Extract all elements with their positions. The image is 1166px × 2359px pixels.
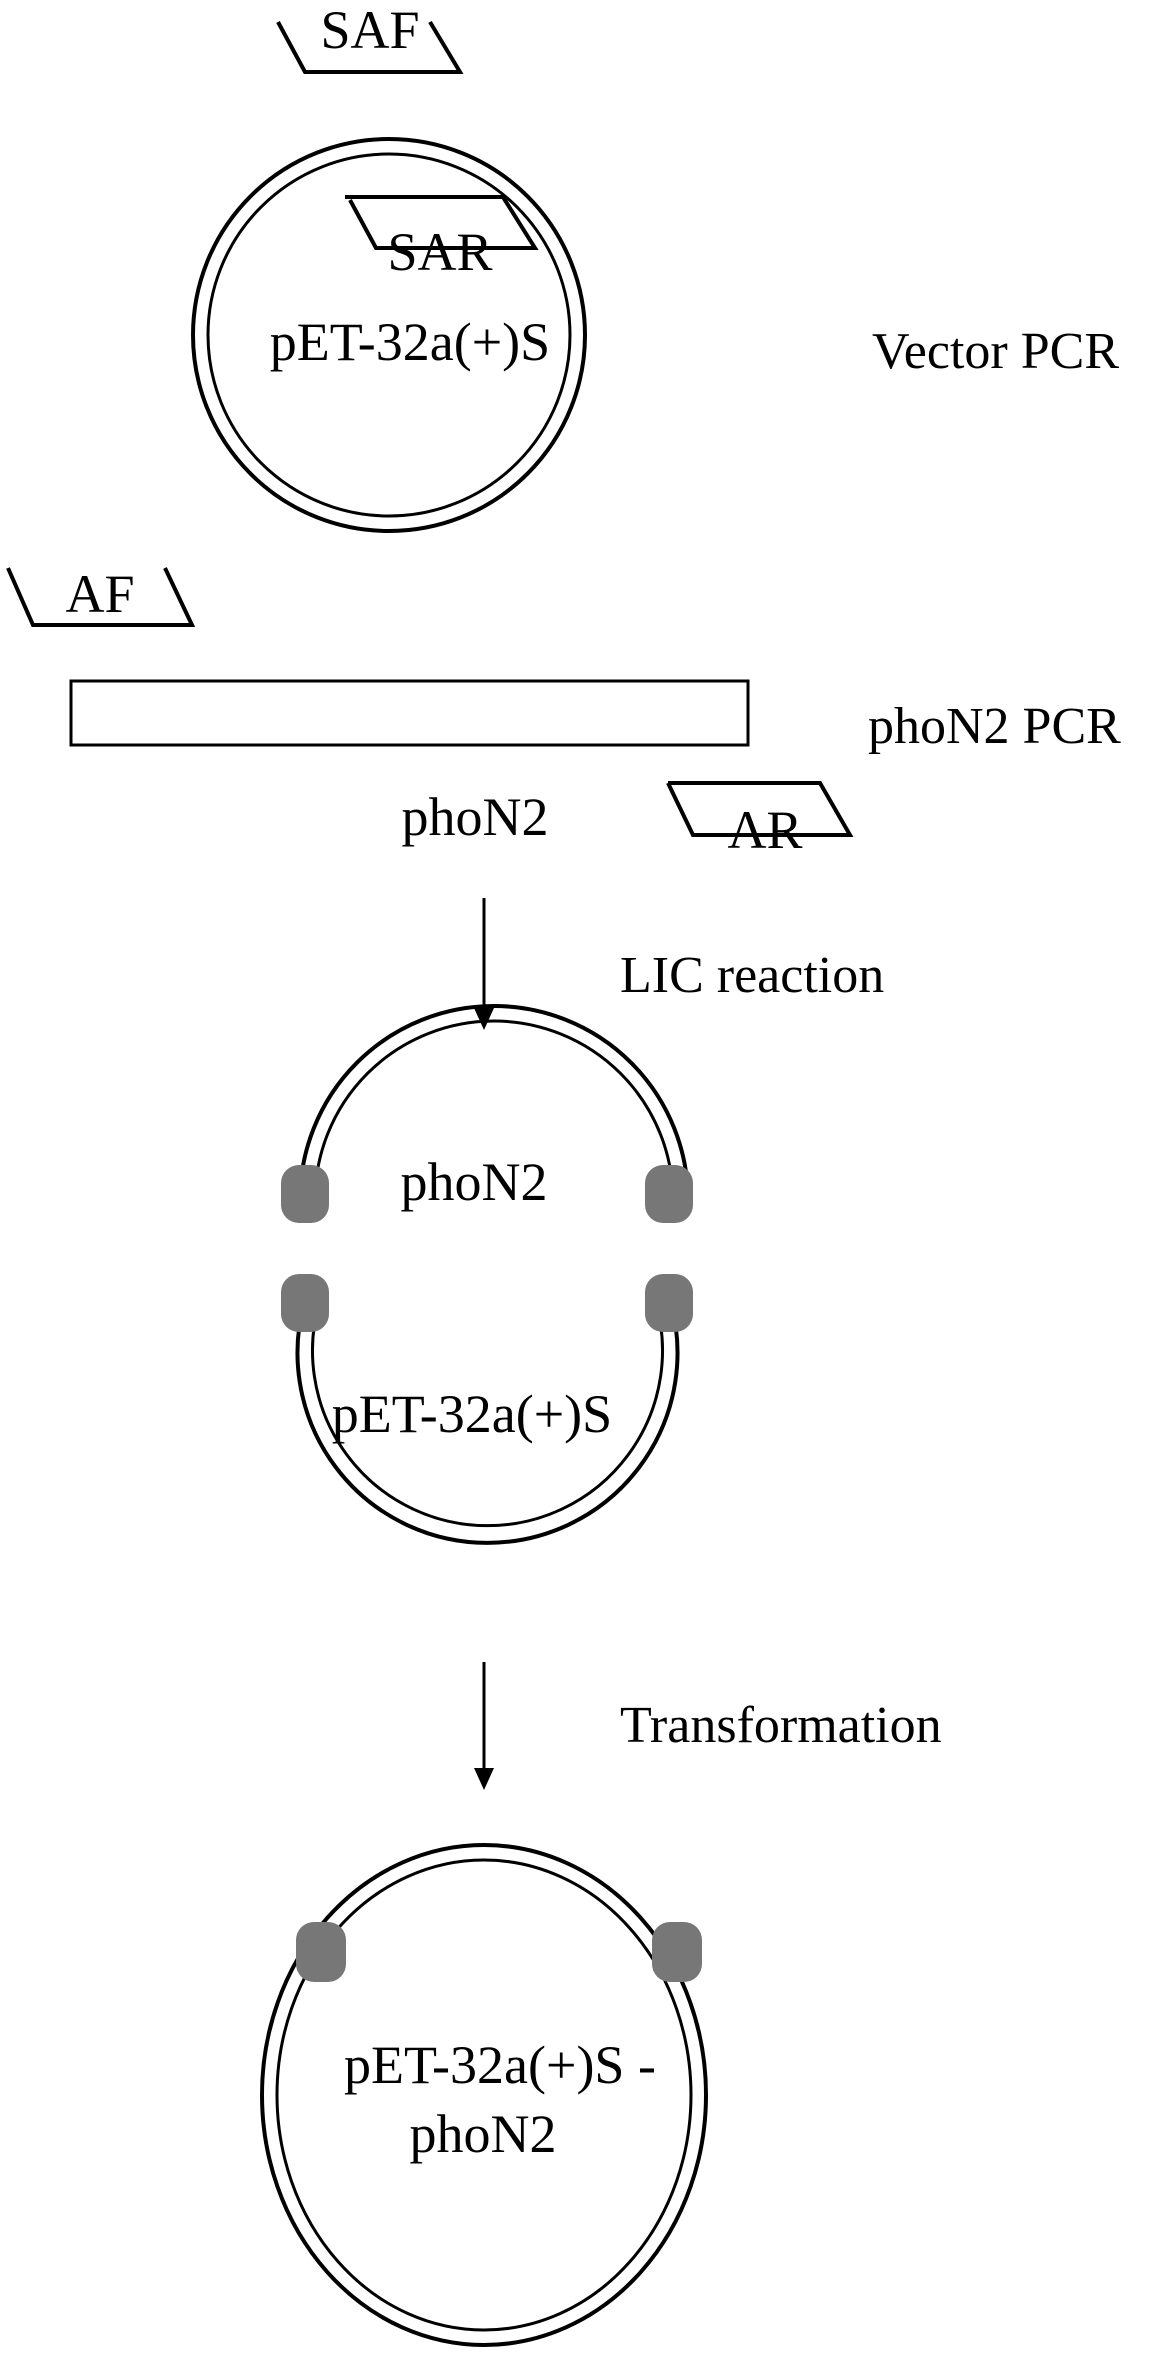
lic-arrow: LIC reaction (474, 898, 884, 1030)
sticky-end-bottom-left (281, 1274, 329, 1332)
insert-pcr-step: AF phoN2 PCR phoN2 AR (6, 564, 1121, 860)
ar-primer (666, 781, 854, 837)
transformation-label: Transformation (620, 1697, 942, 1754)
insert-pcr-label: phoN2 PCR (868, 698, 1121, 755)
lic-annealing-step: phoN2 pET-32a(+)S (281, 1004, 693, 1545)
vector-plasmid-outer (191, 137, 587, 533)
vector-pcr-label: Vector PCR (872, 323, 1119, 380)
af-label: AF (65, 564, 134, 624)
recombinant-plasmid-outer (260, 1843, 708, 2347)
transformation-arrow: Transformation (474, 1662, 942, 1790)
insert-arc-label: phoN2 (401, 1152, 548, 1212)
recombinant-label-line2: phoN2 (410, 2104, 557, 2164)
sar-label: SAR (387, 222, 492, 282)
junction-right (652, 1922, 702, 1982)
phon2-bar-label: phoN2 (402, 787, 549, 847)
sar-primer (345, 195, 539, 250)
recombinant-plasmid-step: pET-32a(+)S - phoN2 (260, 1843, 708, 2347)
saf-primer (276, 20, 464, 74)
saf-label: SAF (320, 0, 419, 60)
sticky-end-bottom-right (645, 1274, 693, 1332)
recombinant-plasmid-inner (275, 1858, 693, 2332)
vector-name-label: pET-32a(+)S (270, 312, 550, 372)
insert-arc-outer (298, 1004, 690, 1201)
ar-label: AR (727, 800, 802, 860)
vector-arc-label: pET-32a(+)S (332, 1384, 612, 1444)
junction-left (296, 1922, 346, 1982)
vector-arc-outer (295, 1299, 680, 1545)
lic-reaction-label: LIC reaction (620, 947, 884, 1004)
sticky-end-top-right (645, 1165, 693, 1223)
vector-plasmid-inner (206, 152, 572, 518)
sticky-end-top-left (281, 1165, 329, 1223)
vector-pcr-step: SAF SAR pET-32a(+)S Vector PCR (191, 0, 1119, 533)
insert-arc-inner (313, 1019, 675, 1201)
vector-arc-inner (311, 1299, 664, 1528)
phon2-gene-bar (69, 679, 750, 747)
recombinant-label-line1: pET-32a(+)S - (344, 2035, 656, 2095)
af-primer (6, 567, 196, 627)
